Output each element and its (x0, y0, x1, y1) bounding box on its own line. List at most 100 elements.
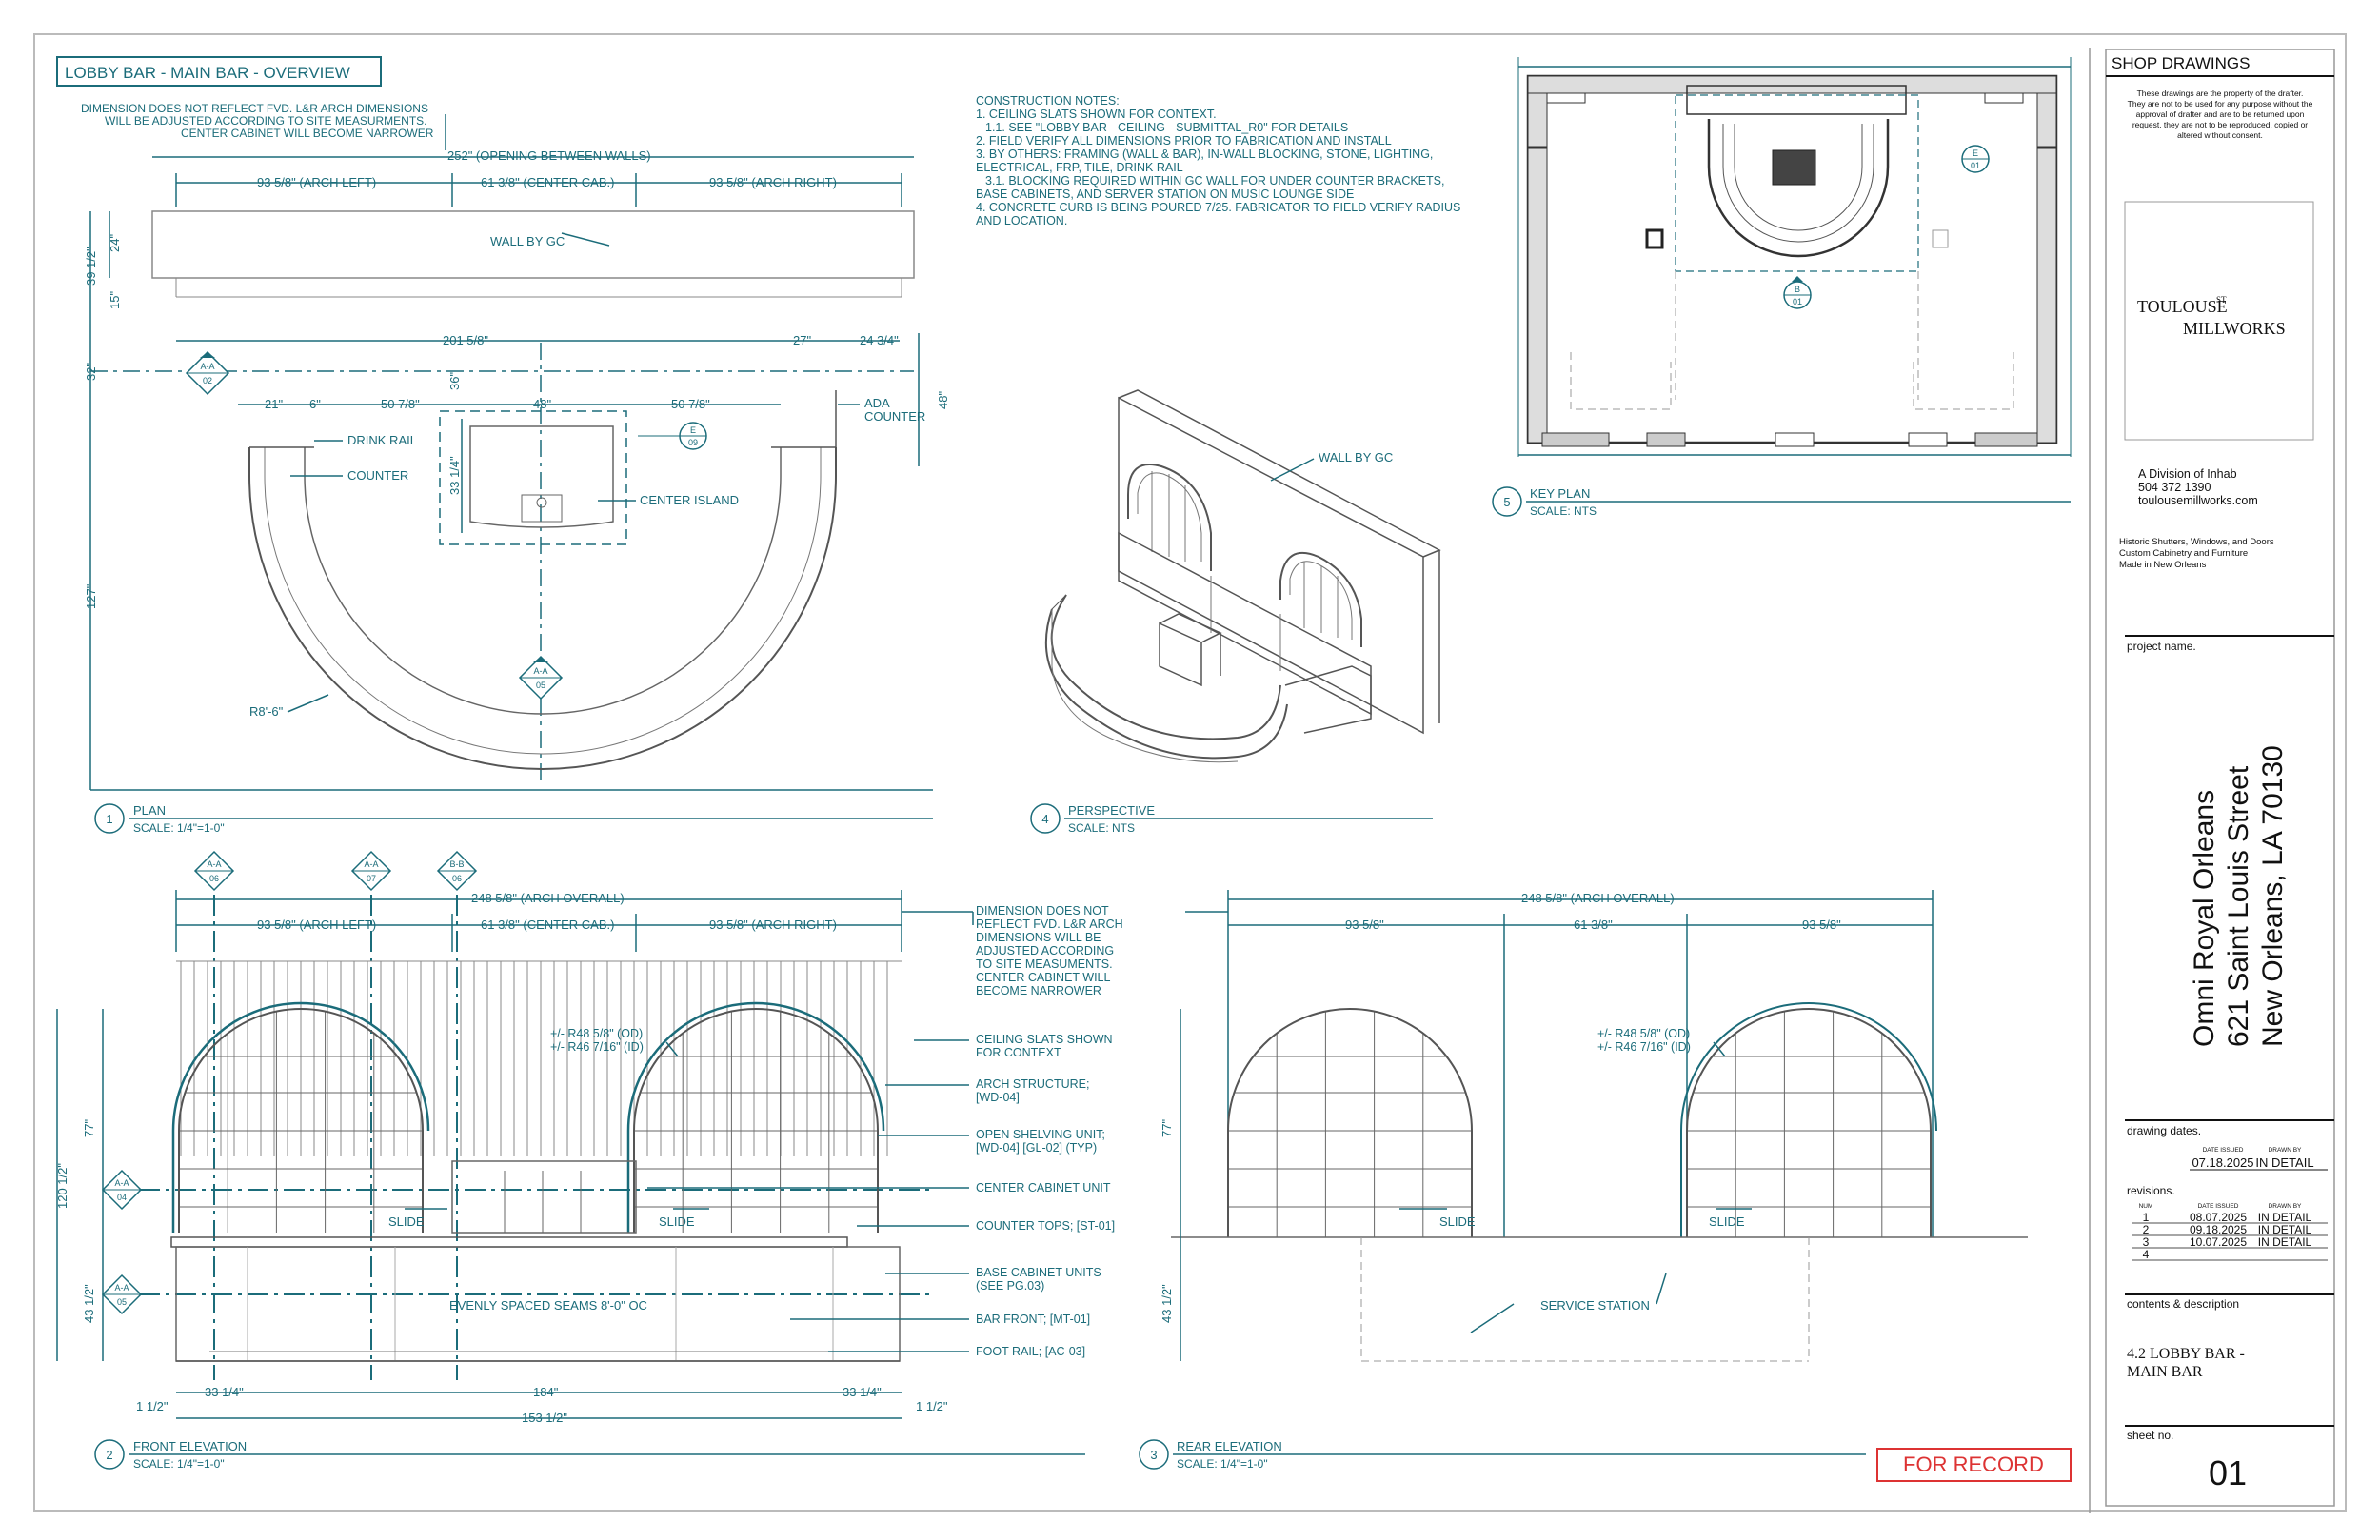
plan-drink-rail: DRINK RAIL (347, 433, 417, 447)
tb-header: SHOP DRAWINGS (2112, 54, 2250, 72)
rear-dim-overall: 248 5/8" (ARCH OVERALL) (1521, 891, 1675, 905)
front-callout-base-1: (SEE PG.03) (976, 1279, 1044, 1293)
plan-dim-48v: 48" (936, 391, 950, 409)
plan-bar-inner (304, 447, 782, 715)
tb-rev-num: 2 (2143, 1223, 2150, 1236)
plan-ada-2: COUNTER (864, 409, 925, 424)
plan-dim-33: 33 1/4" (447, 456, 462, 495)
note-line-7: BASE CABINETS, AND SERVER STATION ON MUS… (976, 188, 1354, 201)
tb-disclaimer-3: request. they are not to be reproduced, … (2132, 120, 2308, 129)
tb-date-issued: 07.18.2025 (2192, 1155, 2253, 1170)
for-record-stamp (1876, 1448, 2072, 1482)
plan-dim-48: 48" (533, 397, 551, 411)
front-callout-shelf-1: [WD-04] [GL-02] (TYP) (976, 1141, 1097, 1155)
plan-dim-arch-right: 93 5/8" (ARCH RIGHT) (709, 175, 837, 189)
tb-logo-line2: MILLWORKS (2183, 319, 2286, 338)
perspective-wall-label: WALL BY GC (1319, 450, 1393, 464)
front-callout-arch-0: ARCH STRUCTURE; (976, 1077, 1089, 1091)
front-dim-1b: 1 1/2" (916, 1399, 948, 1413)
front-callout-note-6: BECOME NARROWER (976, 984, 1101, 997)
tb-website: toulousemillworks.com (2138, 494, 2258, 507)
plan-tag-e: E (690, 425, 696, 435)
rear-slide-right: SLIDE (1709, 1214, 1745, 1229)
plan-island-zone (439, 410, 627, 545)
tb-disclaimer-2: approval of drafter and are to be return… (2136, 109, 2305, 119)
plan-view-number: 1 (106, 812, 112, 826)
rear-view-title: REAR ELEVATION (1177, 1439, 1282, 1453)
plan-dim-127: 127" (84, 583, 98, 609)
front-callout-note-2: DIMENSIONS WILL BE (976, 931, 1101, 944)
front-dim-33r: 33 1/4" (843, 1385, 882, 1399)
plan-tag-05: 05 (536, 681, 545, 690)
plan-bar-outer (248, 447, 837, 770)
front-callout-base-0: BASE CABINET UNITS (976, 1266, 1101, 1279)
front-callout-shelf-0: OPEN SHELVING UNIT; (976, 1128, 1105, 1141)
front-dim-77: 77" (82, 1119, 96, 1137)
note-line-5: ELECTRICAL, FRP, TILE, DRINK RAIL (976, 161, 1183, 174)
plan-dim-50a: 50 7/8" (381, 397, 420, 411)
note-line-1: 1. CEILING SLATS SHOWN FOR CONTEXT. (976, 108, 1217, 121)
note-line-2: 1.1. SEE "LOBBY BAR - CEILING - SUBMITTA… (985, 121, 1348, 134)
front-tag-2-bottom: 06 (452, 874, 462, 883)
plan-dim-center-cab: 61 3/8" (CENTER CAB.) (481, 175, 614, 189)
front-radius-id: +/- R46 7/16" (ID) (550, 1040, 644, 1054)
front-dim-arch-left: 93 5/8" (ARCH LEFT) (257, 918, 376, 932)
tb-rev-num: 4 (2143, 1248, 2150, 1261)
front-dim-1a: 1 1/2" (136, 1399, 169, 1413)
front-arch-left (178, 1008, 424, 1233)
tb-rev-num: 1 (2143, 1211, 2150, 1224)
plan-dim-21: 21" (265, 397, 283, 411)
rear-view-number: 3 (1150, 1448, 1157, 1462)
perspective-view-scale: SCALE: NTS (1068, 821, 1135, 835)
perspective-view-number: 4 (1041, 812, 1048, 826)
note-line-4: 3. BY OTHERS: FRAMING (WALL & BAR), IN-W… (976, 148, 1433, 161)
plan-dim-201: 201 5/8" (443, 333, 488, 347)
plan-radius: R8'-6" (249, 704, 284, 719)
plan-dim-6: 6" (309, 397, 321, 411)
rear-dim-b: 61 3/8" (1574, 918, 1613, 932)
plan-view: DIMENSION DOES NOT REFLECT FVD. L&R ARCH… (81, 102, 950, 835)
tb-rev-by: IN DETAIL (2258, 1235, 2312, 1249)
front-tag-3-bottom: 04 (117, 1193, 127, 1202)
plan-dim-36: 36" (447, 372, 462, 390)
plan-center-island: CENTER ISLAND (640, 493, 739, 507)
key-tag-e: E (1973, 148, 1978, 158)
front-dim-33l: 33 1/4" (205, 1385, 244, 1399)
front-slide-left: SLIDE (388, 1214, 425, 1229)
tb-project-label: project name. (2127, 640, 2196, 653)
plan-dim-24: 24 3/4" (860, 333, 899, 347)
tb-rev-by: IN DETAIL (2258, 1211, 2312, 1224)
plan-ada-1: ADA (864, 396, 890, 410)
keyplan-view-number: 5 (1503, 495, 1510, 509)
tb-rev-num: 3 (2143, 1235, 2150, 1249)
rear-elevation: 248 5/8" (ARCH OVERALL) 93 5/8" 61 3/8" … (1139, 890, 2028, 1471)
tb-project-line-0: Omni Royal Orleans (2189, 790, 2220, 1047)
front-view-title: FRONT ELEVATION (133, 1439, 247, 1453)
tb-logo-line1: TOULOUSE (2137, 297, 2228, 316)
rear-dim-c: 93 5/8" (1802, 918, 1841, 932)
front-tag-4-bottom: 05 (117, 1297, 127, 1307)
plan-dim-arch-left: 93 5/8" (ARCH LEFT) (257, 175, 376, 189)
plan-note-3: CENTER CABINET WILL BECOME NARROWER (181, 127, 434, 140)
front-ceiling-slats (180, 961, 888, 1156)
front-tag-4-top: A-A (114, 1283, 129, 1293)
front-callout-note-3: ADJUSTED ACCORDING (976, 944, 1114, 958)
sheet-title-box (56, 56, 382, 87)
front-callout-note-0: DIMENSION DOES NOT (976, 904, 1109, 918)
tb-rev-date: 08.07.2025 (2190, 1211, 2247, 1224)
plan-view-scale: SCALE: 1/4"=1-0" (133, 821, 225, 835)
front-seams: EVENLY SPACED SEAMS 8'-0" OC (449, 1298, 647, 1313)
note-line-9: AND LOCATION. (976, 214, 1067, 227)
for-record-text: FOR RECORD (1903, 1452, 2044, 1476)
front-callout-center-0: CENTER CABINET UNIT (976, 1181, 1111, 1194)
front-dim-center: 61 3/8" (CENTER CAB.) (481, 918, 614, 932)
tb-service-1: Custom Cabinetry and Furniture (2119, 548, 2248, 559)
note-line-3: 2. FIELD VERIFY ALL DIMENSIONS PRIOR TO … (976, 134, 1392, 148)
key-tag-01-b: 01 (1793, 297, 1802, 306)
front-callout-barfront-0: BAR FRONT; [MT-01] (976, 1313, 1090, 1326)
front-tag-3-top: A-A (114, 1178, 129, 1188)
tb-rev-date: 09.18.2025 (2190, 1223, 2247, 1236)
rear-dim-43: 43 1/2" (1160, 1284, 1174, 1323)
tb-sheet-label: sheet no. (2127, 1429, 2173, 1442)
front-dim-120: 120 1/2" (55, 1163, 69, 1209)
